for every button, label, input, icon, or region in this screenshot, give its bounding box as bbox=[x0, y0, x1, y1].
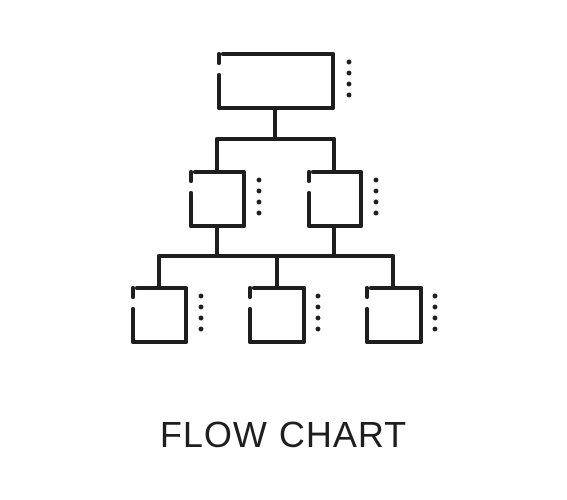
ellipsis-dot bbox=[346, 70, 352, 76]
node-leaf-center bbox=[248, 286, 321, 344]
connector-level1-bus bbox=[215, 137, 336, 174]
node-outline bbox=[131, 286, 188, 344]
ellipsis-dot bbox=[315, 326, 321, 332]
node-outline bbox=[248, 286, 306, 344]
node-leaf-right bbox=[365, 286, 438, 344]
ellipsis-dot bbox=[198, 304, 204, 310]
node-mid-left bbox=[189, 170, 262, 228]
ellipsis-dot bbox=[373, 177, 379, 183]
caption-title: FLOW CHART bbox=[159, 414, 408, 455]
ellipsis-dot bbox=[198, 326, 204, 332]
ellipsis-dot bbox=[315, 304, 321, 310]
ellipsis-dot bbox=[373, 210, 379, 216]
ellipsis-dot bbox=[315, 293, 321, 299]
ellipsis-dot bbox=[256, 210, 262, 216]
ellipsis-dot bbox=[256, 199, 262, 205]
ellipsis-dot bbox=[315, 315, 321, 321]
ellipsis-dot bbox=[346, 92, 352, 98]
node-outline bbox=[365, 286, 423, 344]
ellipsis-dot bbox=[432, 304, 438, 310]
ellipsis-dot bbox=[346, 81, 352, 87]
ellipsis-dot bbox=[432, 315, 438, 321]
node-mid-right bbox=[307, 170, 379, 228]
node-outline bbox=[189, 170, 246, 228]
ellipsis-dot bbox=[373, 188, 379, 194]
ellipsis-dot bbox=[432, 326, 438, 332]
ellipsis-dot bbox=[256, 188, 262, 194]
node-leaf-left bbox=[131, 286, 204, 344]
ellipsis-dot bbox=[432, 293, 438, 299]
node-outline bbox=[217, 52, 335, 110]
node-root bbox=[217, 52, 352, 110]
ellipsis-dot bbox=[256, 177, 262, 183]
ellipsis-dot bbox=[198, 315, 204, 321]
node-outline bbox=[307, 170, 363, 228]
ellipsis-dot bbox=[346, 59, 352, 65]
ellipsis-dot bbox=[198, 293, 204, 299]
ellipsis-dot bbox=[373, 199, 379, 205]
